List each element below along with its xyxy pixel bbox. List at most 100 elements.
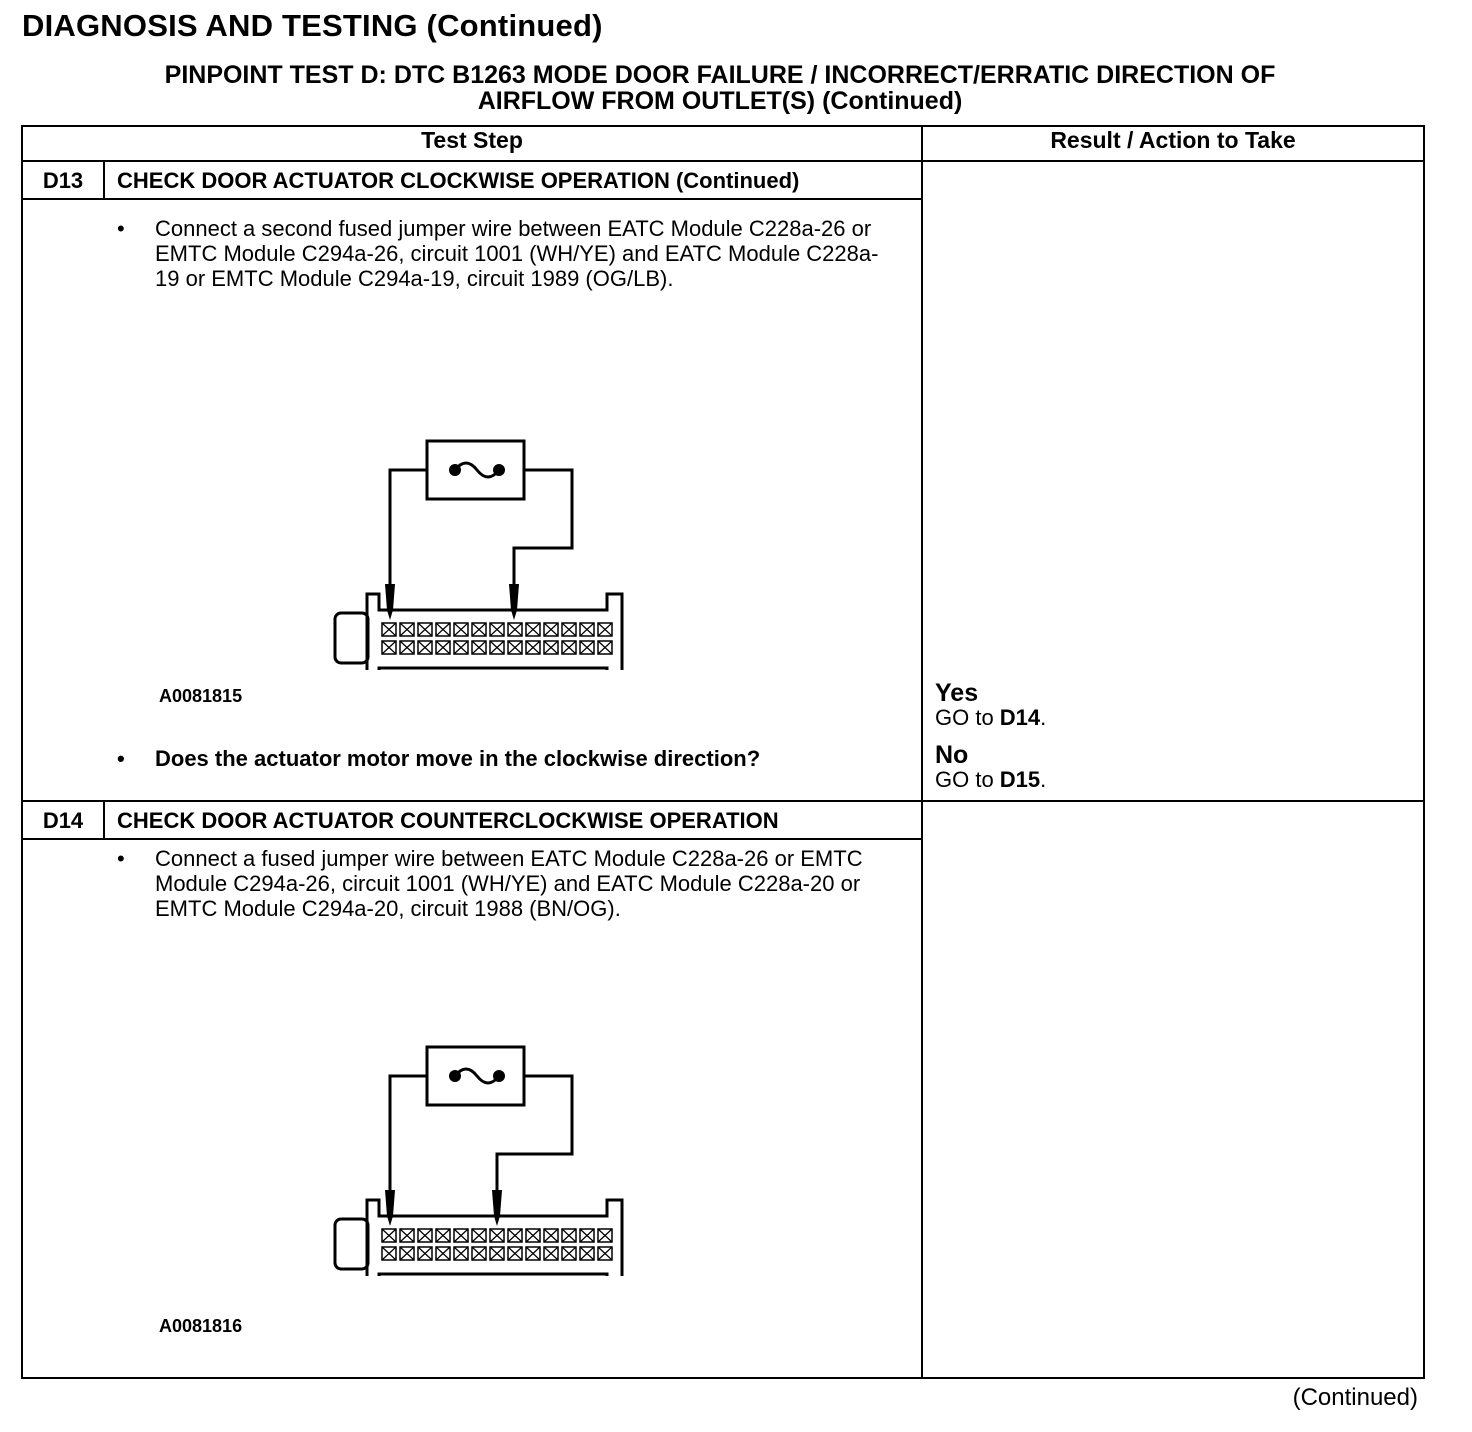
pin-cavity	[543, 1246, 559, 1261]
pin-cross	[597, 1246, 613, 1261]
pin-cavity	[507, 1228, 523, 1243]
jumper-wire-right	[512, 468, 574, 584]
pin-cross	[597, 640, 613, 655]
pin-cross	[399, 1246, 415, 1261]
pin-cross	[507, 622, 523, 637]
pin-cross	[417, 640, 433, 655]
pin-cross	[399, 622, 415, 637]
pin-cavity	[399, 640, 415, 655]
pin-cavity	[525, 1228, 541, 1243]
step-d13-body: • Connect a second fused jumper wire bet…	[23, 200, 921, 774]
pin-cavity	[543, 1228, 559, 1243]
pin-cross	[453, 1228, 469, 1243]
pin-cavity	[417, 622, 433, 637]
page-title: DIAGNOSIS AND TESTING (Continued)	[22, 8, 603, 43]
pin-cavity	[561, 1228, 577, 1243]
jumper-wire-right	[495, 1074, 574, 1190]
action-prefix: GO to	[935, 705, 1000, 730]
pin-cross	[453, 1246, 469, 1261]
pin-cross	[543, 1246, 559, 1261]
goto-link-d15[interactable]: D15	[999, 767, 1041, 792]
figure-id: A0081816	[159, 1316, 243, 1336]
header-result-action: Result / Action to Take	[921, 125, 1425, 162]
subtitle-line-1: PINPOINT TEST D: DTC B1263 MODE DOOR FAI…	[164, 61, 1276, 89]
pin-cavity	[507, 1246, 523, 1261]
result-yes: Yes GO to D14.	[935, 680, 1046, 730]
pin-cavity	[381, 640, 397, 655]
pin-cross	[525, 622, 541, 637]
step-d14-body: • Connect a fused jumper wire between EA…	[23, 840, 921, 1370]
pin-cross	[597, 622, 613, 637]
pin-cross	[561, 1228, 577, 1243]
pin-cross	[525, 1228, 541, 1243]
pin-cross	[471, 1228, 487, 1243]
pin-cross	[399, 1228, 415, 1243]
pin-cavity	[471, 1228, 487, 1243]
pin-cross	[507, 640, 523, 655]
pin-cavity	[579, 622, 595, 637]
pin-cavity	[399, 1228, 415, 1243]
pin-cavity	[435, 1246, 451, 1261]
pin-cavity	[471, 640, 487, 655]
pin-cross	[417, 622, 433, 637]
connector-latch	[333, 1217, 370, 1271]
pin-cross	[471, 622, 487, 637]
pinpoint-test-table: Test Step Result / Action to Take D13 CH…	[21, 125, 1425, 1379]
figure-id: A0081815	[159, 686, 243, 706]
pin-cavity	[597, 1228, 613, 1243]
bullet-icon: •	[117, 216, 125, 241]
pin-cavity	[381, 1246, 397, 1261]
pin-cavity	[561, 1246, 577, 1261]
pin-cross	[435, 1228, 451, 1243]
connector-jumper-diagram	[333, 439, 624, 670]
pin-cross	[597, 1228, 613, 1243]
pinpoint-test-title: PINPOINT TEST D: DTC B1263 MODE DOOR FAI…	[20, 62, 1420, 114]
pin-cross	[507, 1228, 523, 1243]
pin-cross	[381, 622, 397, 637]
pin-cavity	[435, 640, 451, 655]
pin-cross	[435, 640, 451, 655]
pin-cavity	[597, 622, 613, 637]
probe-tip-right	[509, 584, 519, 620]
pin-cavity	[417, 1228, 433, 1243]
subtitle-line-2: AIRFLOW FROM OUTLET(S) (Continued)	[477, 87, 963, 115]
pin-cross	[453, 622, 469, 637]
connector-body	[365, 592, 624, 670]
probe-tip-right	[492, 1190, 502, 1226]
fuse-element	[453, 461, 501, 479]
pin-cavity	[471, 622, 487, 637]
instruction-text: Connect a fused jumper wire between EATC…	[155, 846, 863, 921]
pin-cross	[381, 640, 397, 655]
question-text: Does the actuator motor move in the cloc…	[155, 746, 761, 771]
pin-cavity	[543, 640, 559, 655]
goto-link-d14[interactable]: D14	[999, 705, 1041, 730]
probe-tip-left	[385, 1190, 395, 1226]
connector-latch	[333, 611, 370, 665]
pin-cavity	[435, 622, 451, 637]
pin-cross	[399, 640, 415, 655]
pin-cross	[471, 640, 487, 655]
pin-cross	[543, 1228, 559, 1243]
step-title: CHECK DOOR ACTUATOR CLOCKWISE OPERATION …	[117, 168, 800, 193]
pin-cavity	[525, 640, 541, 655]
pin-cross	[435, 1246, 451, 1261]
pin-cavity	[453, 1228, 469, 1243]
pin-cross	[561, 1246, 577, 1261]
connector-body	[365, 1198, 624, 1276]
instruction-bullet: • Connect a fused jumper wire between EA…	[115, 846, 891, 921]
pin-cavity	[489, 1228, 505, 1243]
pin-cross	[471, 1246, 487, 1261]
pin-cross	[417, 1228, 433, 1243]
pin-cavity	[399, 622, 415, 637]
pin-cross	[561, 640, 577, 655]
pin-cavity	[399, 1246, 415, 1261]
pin-cavity	[561, 640, 577, 655]
bullet-icon: •	[117, 746, 125, 771]
pin-cross	[561, 622, 577, 637]
pin-cross	[489, 1228, 505, 1243]
pin-cavity	[525, 1246, 541, 1261]
step-title: CHECK DOOR ACTUATOR COUNTERCLOCKWISE OPE…	[117, 808, 779, 833]
yes-action: GO to D14.	[935, 705, 1047, 730]
pin-cross	[417, 1246, 433, 1261]
pin-cavity	[507, 640, 523, 655]
